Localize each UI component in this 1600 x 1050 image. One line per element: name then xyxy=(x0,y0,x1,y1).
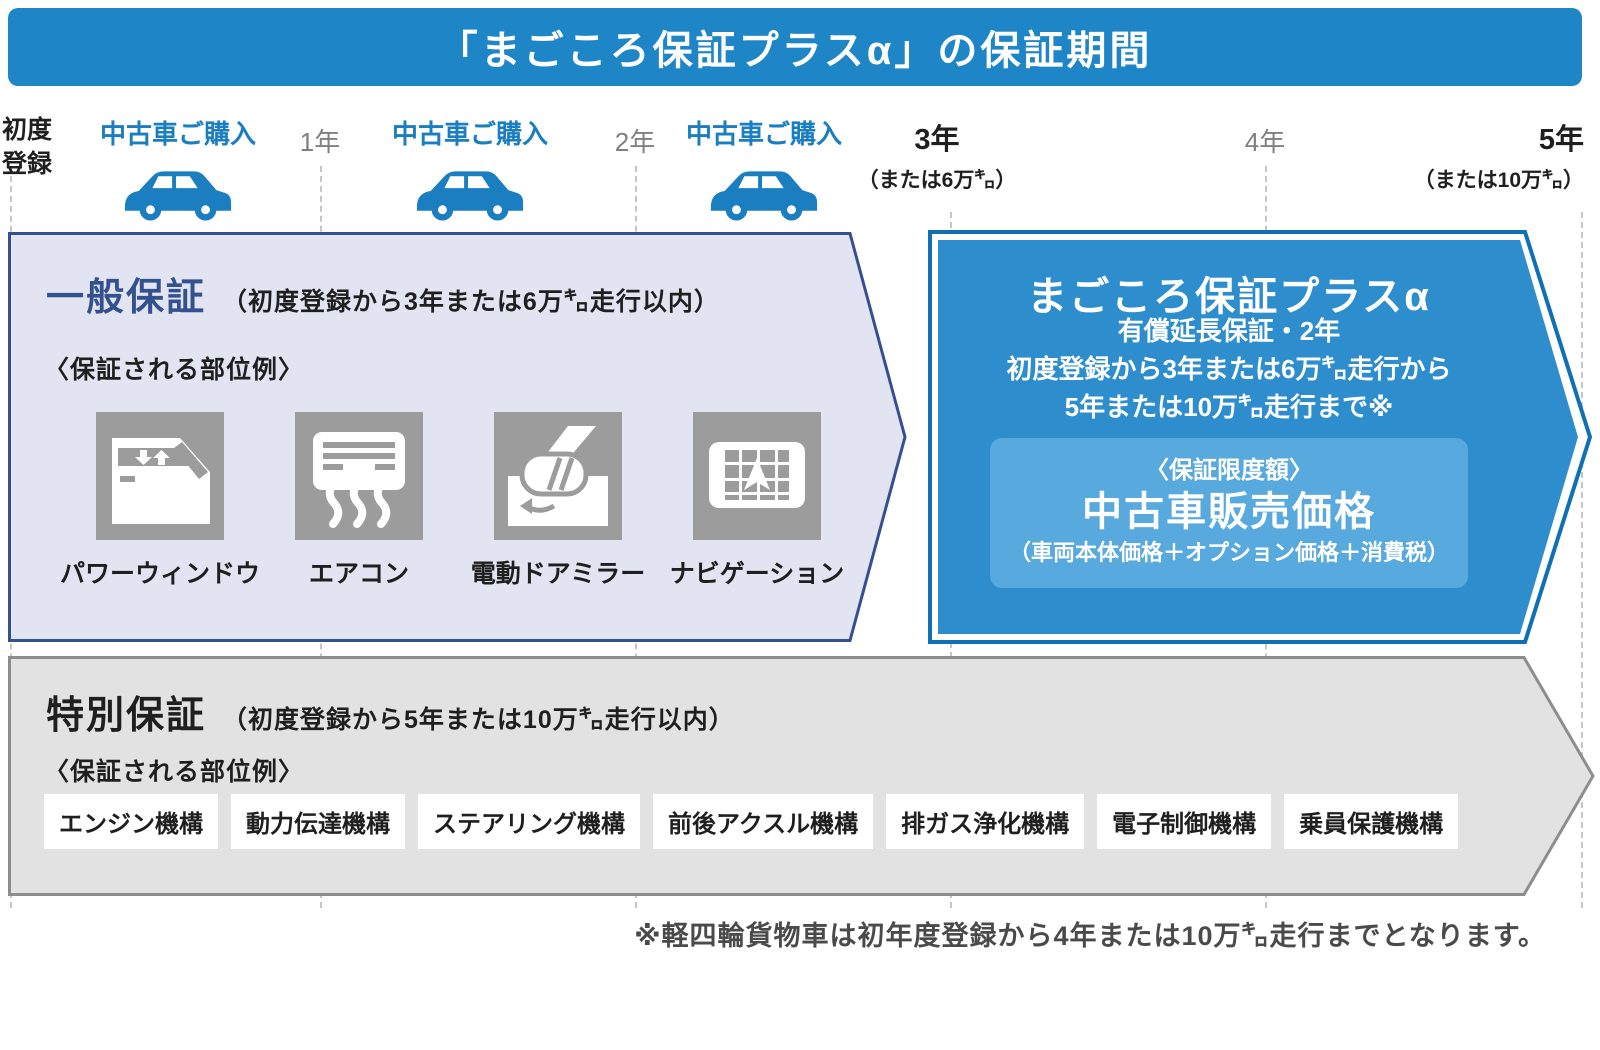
part-chip: 前後アクスル機構 xyxy=(653,794,874,849)
part-chip: エンジン機構 xyxy=(44,794,218,849)
warranty-limit-value: 中古車販売価格 xyxy=(1082,490,1376,534)
year-mark-4: 4年 xyxy=(1244,127,1286,157)
warranty-limit-panel: 〈保証限度額〉 中古車販売価格 （車両本体価格＋オプション価格＋消費税） xyxy=(990,438,1468,588)
timeline-origin-label: 初度登録 xyxy=(2,116,53,178)
special-warranty-panel: 特別保証 （初度登録から5年または10万㌔走行以内） 〈保証される部位例〉 エン… xyxy=(8,656,1568,896)
purchase-marker: 中古車ご購入 xyxy=(672,114,856,230)
year-mark-3: 3年 （または6万㌔） xyxy=(812,116,1062,194)
year-mark-3-label: 3年 xyxy=(914,124,960,156)
purchase-label: 中古車ご購入 xyxy=(99,119,256,149)
plus-warranty-panel: まごころ保証プラスα 有償延長保証・2年 初度登録から3年または6万㌔走行から … xyxy=(938,230,1520,644)
special-warranty-subtitle: （初度登録から5年または10万㌔走行以内） xyxy=(222,706,735,734)
part-label: 電動ドアミラー xyxy=(470,560,646,588)
plus-warranty-line3: 5年または10万㌔走行まで※ xyxy=(1064,392,1394,422)
warranty-limit-note: （車両本体価格＋オプション価格＋消費税） xyxy=(1008,540,1449,565)
purchase-label: 中古車ご購入 xyxy=(391,119,548,149)
part-item: パワーウィンドウ xyxy=(60,412,260,590)
year-mark-2: 2年 xyxy=(614,127,656,157)
year-mark-3-sub: （または6万㌔） xyxy=(857,169,1017,192)
purchase-label: 中古車ご購入 xyxy=(685,119,842,149)
year-mark-5-sub: （または10万㌔） xyxy=(1413,169,1584,192)
part-label: パワーウィンドウ xyxy=(60,560,261,588)
part-item: 電動ドアミラー xyxy=(471,412,645,590)
purchase-marker: 中古車ご購入 xyxy=(378,114,562,230)
part-chip: 動力伝達機構 xyxy=(231,794,405,849)
general-warranty-arrow-shape xyxy=(8,232,907,642)
door-mirror-icon xyxy=(494,412,622,540)
year-mark-1: 1年 xyxy=(299,127,341,157)
general-warranty-title: 一般保証 xyxy=(46,277,207,319)
header-banner: 「まごころ保証プラスα」の保証期間 xyxy=(8,8,1582,86)
navigation-icon xyxy=(693,412,821,540)
part-chip: 乗員保護機構 xyxy=(1284,794,1459,849)
part-label: エアコン xyxy=(308,560,409,588)
year-mark-5-label: 5年 xyxy=(1538,124,1584,156)
car-icon xyxy=(416,171,524,221)
warranty-limit-heading: 〈保証限度額〉 xyxy=(1145,457,1313,484)
part-item: エアコン xyxy=(295,412,423,590)
general-warranty-subtitle: （初度登録から3年または6万㌔走行以内） xyxy=(222,288,720,316)
part-chip: 電子制御機構 xyxy=(1097,794,1272,849)
special-warranty-parts-heading: 〈保証される部位例〉 xyxy=(44,758,305,786)
plus-warranty-title: まごころ保証プラスα xyxy=(1027,275,1431,319)
timeline-dashed-line xyxy=(1581,212,1583,908)
footnote: ※軽四輪貨物車は初年度登録から4年または10万㌔走行までとなります。 xyxy=(634,921,1546,951)
part-chip: ステアリング機構 xyxy=(418,794,640,849)
special-warranty-title: 特別保証 xyxy=(46,695,207,737)
header-title: 「まごころ保証プラスα」の保証期間 xyxy=(437,29,1153,73)
part-item: ナビゲーション xyxy=(670,412,844,590)
year-mark-5: 5年 （または10万㌔） xyxy=(1334,116,1584,194)
part-label: ナビゲーション xyxy=(669,560,845,588)
purchase-marker: 中古車ご購入 xyxy=(86,114,270,230)
car-icon xyxy=(710,171,818,221)
plus-warranty-line1: 有償延長保証・2年 xyxy=(1117,316,1341,346)
power-window-icon xyxy=(96,412,224,540)
general-warranty-parts-heading: 〈保証される部位例〉 xyxy=(44,356,305,384)
car-icon xyxy=(124,171,232,221)
air-conditioner-icon xyxy=(295,412,423,540)
general-warranty-panel: 一般保証 （初度登録から3年または6万㌔走行以内） 〈保証される部位例〉 パワー… xyxy=(8,232,908,642)
plus-warranty-line2: 初度登録から3年または6万㌔走行から xyxy=(1006,354,1452,384)
part-chip: 排ガス浄化機構 xyxy=(886,794,1085,849)
